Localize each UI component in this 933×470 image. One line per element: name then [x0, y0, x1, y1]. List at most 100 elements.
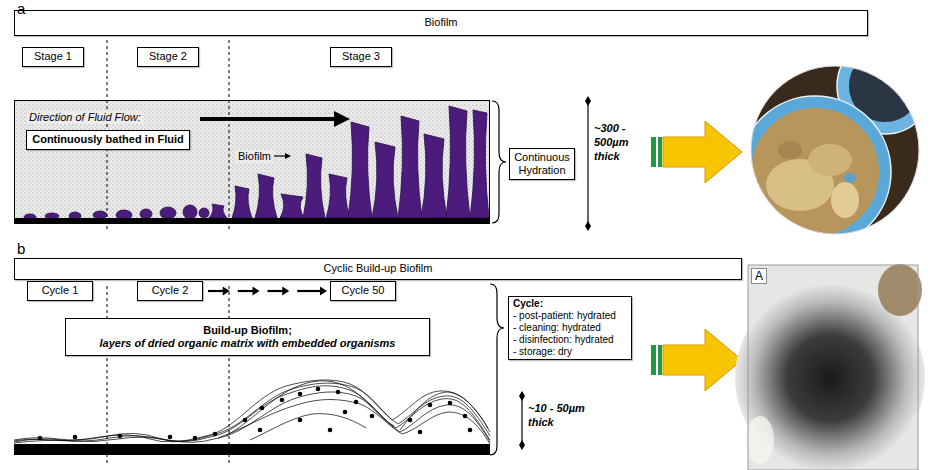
biofilm-columns-part	[199, 208, 209, 218]
embedded-organisms-part	[280, 398, 285, 403]
thickness-dimension	[585, 96, 591, 231]
text-holder: a	[17, 0, 25, 17]
embedded-organisms-part	[243, 418, 248, 423]
embedded-organisms-part	[408, 418, 413, 423]
biofilm-columns-part	[348, 122, 372, 218]
buildup-layers-part	[14, 380, 490, 442]
dashed-divider	[107, 40, 229, 466]
biofilm-pointer-part	[274, 155, 286, 156]
biofilm-columns-part	[398, 116, 422, 218]
biofilm-label: Biofilm	[236, 150, 273, 163]
biofilm-columns-part	[232, 186, 252, 218]
embedded-organisms-part	[193, 436, 198, 441]
text-holder: b	[17, 240, 25, 257]
tube-photo-part	[831, 182, 859, 218]
thickness-dimension-part	[585, 221, 591, 231]
flow-arrow-part	[334, 111, 350, 127]
yellow-arrow	[651, 329, 742, 391]
lumen-photo-part	[878, 264, 922, 316]
embedded-organisms-part	[298, 392, 303, 397]
arrow-head	[253, 287, 260, 296]
text-holder: A	[751, 268, 767, 284]
box-text: - storage: dry	[513, 346, 572, 358]
yellow-arrow	[651, 121, 742, 183]
biofilm-pointer	[274, 153, 291, 159]
embedded-organisms-part	[316, 387, 321, 392]
biofilm-columns-part	[421, 134, 447, 218]
biofilm-columns	[24, 106, 489, 220]
box-text: Cycle 2	[152, 284, 189, 297]
biofilm-columns-part	[470, 110, 489, 218]
box-text: - post-patient: hydrated	[513, 310, 616, 322]
box-text: - disinfection: hydrated	[513, 334, 614, 346]
yellow-arrow-part	[651, 137, 656, 167]
thickness-dimension-part	[585, 96, 591, 106]
flow-label: Direction of Fluid Flow:	[27, 111, 143, 124]
embedded-organisms-part	[463, 414, 468, 419]
header-band: Cyclic Build-up Biofilm	[14, 258, 742, 280]
tube-photo-part	[778, 141, 802, 159]
buildup-layers-part	[250, 414, 366, 440]
biofilm-columns-part	[446, 106, 470, 218]
biofilm-columns-part	[140, 209, 152, 219]
photo-frame	[751, 66, 919, 234]
embedded-organisms-part	[370, 414, 375, 419]
box-text: Cycle 1	[42, 284, 79, 297]
biofilm-columns-part	[303, 154, 325, 218]
dashed-divider-part	[229, 40, 230, 229]
tube-photo	[739, 38, 933, 248]
embedded-organisms-part	[428, 403, 433, 408]
arrow-head	[282, 287, 289, 296]
flow-arrow-part	[200, 117, 336, 121]
stage-box: Stage 2	[137, 47, 199, 67]
tube-photo-part	[808, 144, 852, 176]
note-box: Continuously bathed in Fluid	[26, 130, 190, 150]
biofilm-pointer-part	[285, 153, 291, 159]
box-text: Stage 3	[342, 50, 380, 63]
text-holder: ~300 - 500µm thick	[594, 122, 638, 163]
embedded-organisms-part	[73, 435, 78, 440]
tube-photo-part	[844, 173, 856, 183]
arrow-shaft	[297, 290, 323, 292]
biofilm-columns-part	[183, 205, 197, 219]
hydration-box: Continuous Hydration	[509, 148, 575, 180]
buildup-layers-part	[14, 386, 490, 442]
curly-bracket	[492, 101, 506, 223]
buildup-layers-part	[226, 381, 394, 436]
arrow-head	[320, 287, 327, 296]
curly-bracket	[490, 284, 504, 455]
box-text: layers of dried organic matrix with embe…	[100, 337, 396, 350]
embedded-organisms	[38, 387, 473, 441]
cycle-list-box: Cycle:- post-patient: hydrated- cleaning…	[508, 296, 632, 360]
thickness-dimension-part	[587, 100, 588, 227]
yellow-arrow-part	[658, 345, 662, 375]
text-holder: Direction of Fluid Flow:	[27, 111, 143, 124]
biofilm-columns-part	[160, 207, 176, 219]
text-holder: Biofilm	[236, 150, 273, 163]
thickness-dimension-part	[519, 391, 525, 401]
sequence-arrows	[208, 287, 327, 296]
box-text: Biofilm	[424, 16, 457, 29]
note-box: Build-up Biofilm;layers of dried organic…	[65, 318, 430, 356]
buildup-layers-part	[14, 383, 490, 441]
box-text: - cleaning: hydrated	[513, 322, 601, 334]
embedded-organisms-part	[213, 432, 218, 437]
stage-box: Stage 3	[330, 47, 392, 67]
thickness-dimension-part	[519, 440, 525, 450]
dashed-divider-part	[229, 286, 230, 466]
biofilm-columns-part	[372, 142, 398, 218]
biofilm-columns-part	[280, 194, 304, 218]
thickness-dimension	[519, 391, 525, 450]
buildup-layers	[14, 380, 490, 444]
buildup-layers-part	[400, 392, 488, 430]
embedded-organisms-part	[354, 400, 359, 405]
fluid-ground	[14, 100, 490, 224]
stage-box: Stage 1	[22, 47, 84, 67]
box-text: Cycle:	[513, 298, 543, 310]
box-text: Stage 2	[149, 50, 187, 63]
box-text: Stage 1	[34, 50, 72, 63]
fluid-box: Direction of Fluid Flow: Biofilm Continuou…	[14, 100, 490, 224]
dashed-divider-part	[107, 286, 108, 466]
